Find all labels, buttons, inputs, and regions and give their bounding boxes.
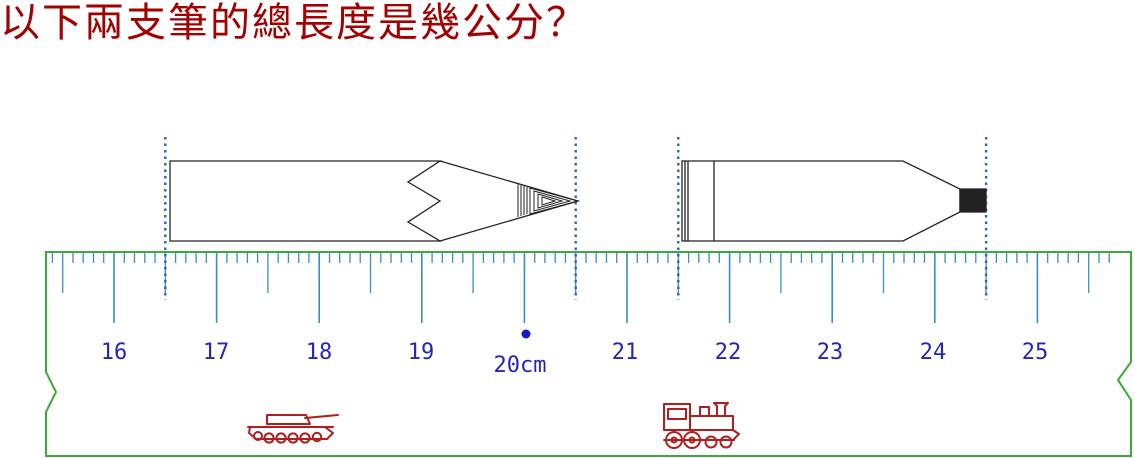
ruler-label: 22 [715,340,742,365]
ruler-body [45,251,1132,457]
ruler-labels: 16 17 18 19 20cm 21 22 23 24 25 [101,340,1049,378]
pencil-end-band [684,161,715,241]
guide-lines [164,137,988,300]
locomotive-icon [663,402,740,449]
ruler-label: 18 [306,340,333,365]
blunt-pencil [681,160,987,242]
ruler-ticks [51,253,1110,323]
reference-dot [521,329,531,339]
question-title: 以下兩支筆的總長度是幾公分？ [0,0,588,46]
sharpened-pencil [169,160,581,242]
ruler-label: 21 [612,340,639,365]
ruler-label: 19 [408,340,435,365]
ruler-label-unit: 20cm [494,353,547,378]
pencil-cone [439,160,581,242]
ruler-label: 24 [920,340,947,365]
ruler-label: 23 [817,340,844,365]
pencil-lead [517,184,580,217]
tank-icon [247,414,339,444]
pencil-body [681,160,961,242]
pencil-lead-tip [959,188,987,213]
ruler-label: 25 [1022,340,1049,365]
pencil-body [169,160,443,242]
ruler-label: 16 [101,340,128,365]
ruler-label: 17 [203,340,230,365]
